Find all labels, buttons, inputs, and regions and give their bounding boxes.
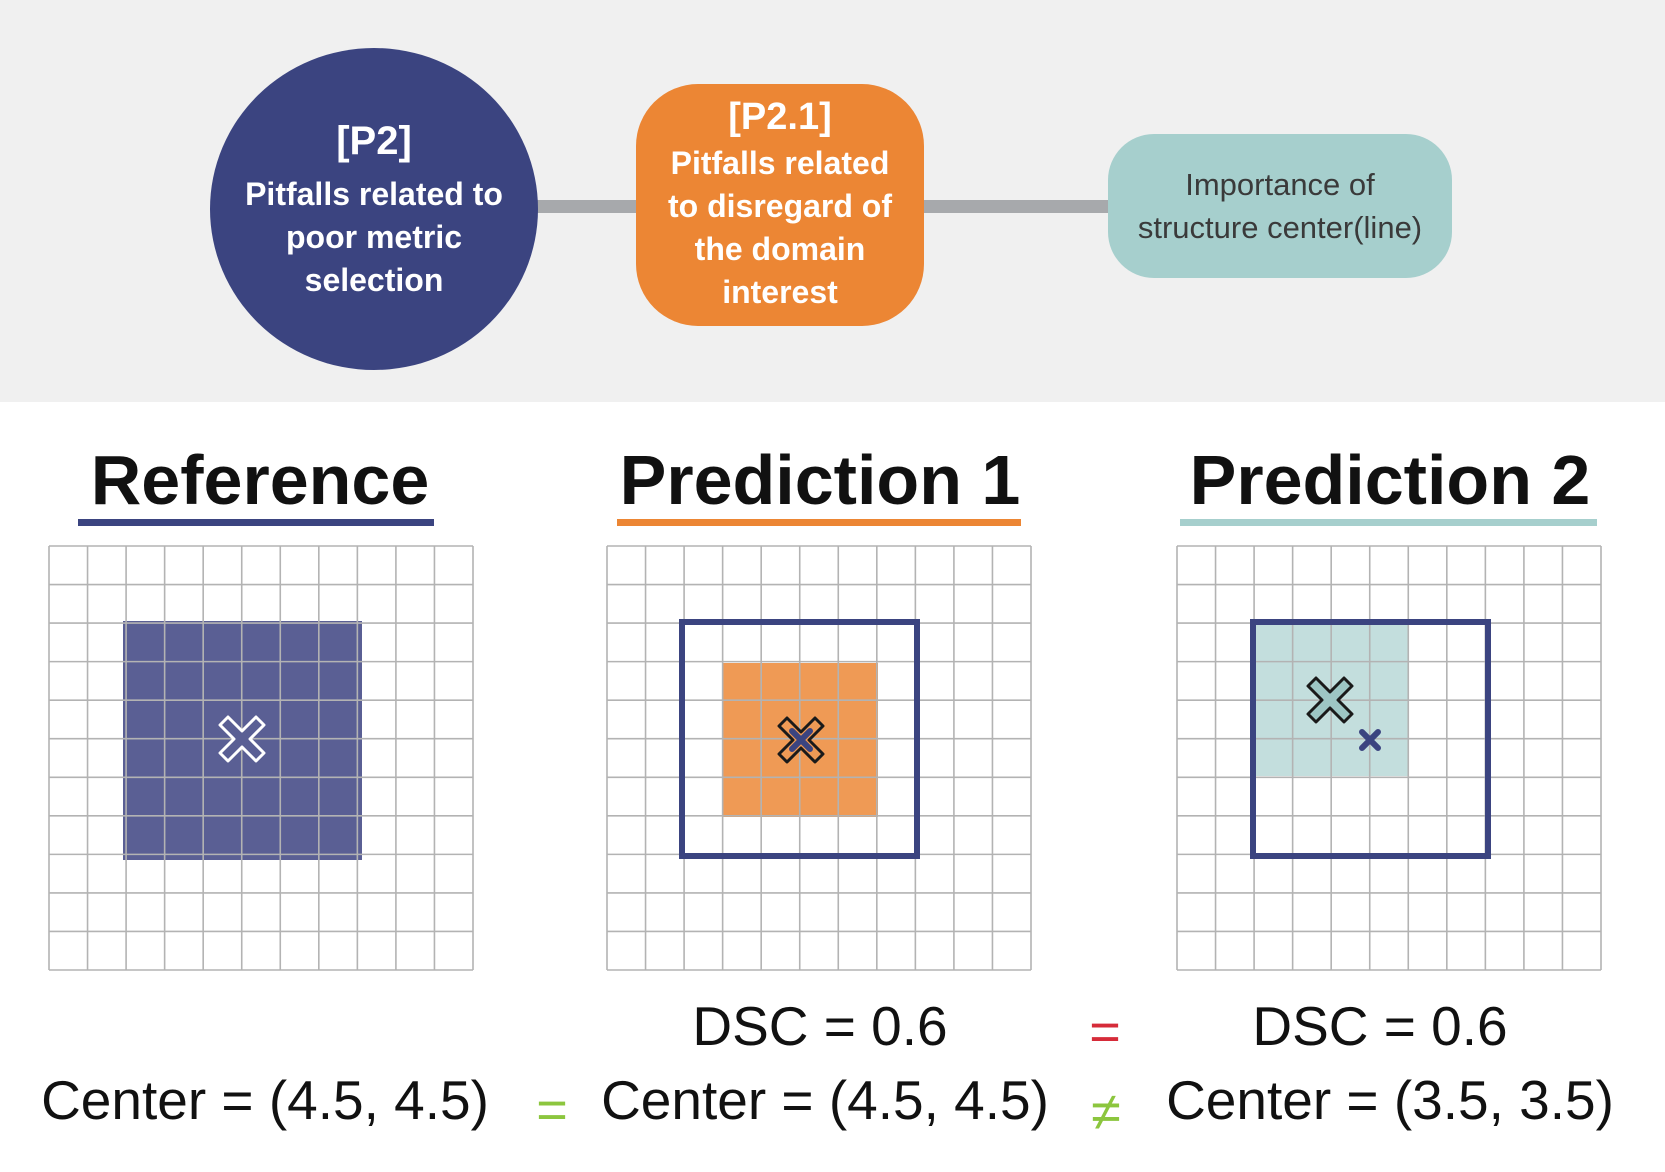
prediction2-underline [1180, 519, 1597, 526]
reference-center-marker [218, 715, 266, 763]
prediction1-title: Prediction 1 [619, 441, 1021, 519]
reference-title: Reference [90, 441, 430, 519]
dsc-equal-sign: = [1089, 1002, 1121, 1062]
reference-center: Center = (4.5, 4.5) [41, 1069, 489, 1131]
reference-grid [48, 545, 474, 971]
reference-grid-lines [48, 545, 474, 971]
prediction2-reference-outline [1250, 619, 1491, 859]
prediction2-center: Center = (3.5, 3.5) [1166, 1069, 1614, 1131]
prediction1-grid [606, 545, 1032, 971]
pitfall-p2-description: Pitfalls related to poor metric selectio… [245, 175, 503, 298]
prediction2-grid [1176, 545, 1602, 971]
connector-p2-p21 [530, 200, 650, 213]
pitfall-p2-code: [P2] [336, 118, 412, 163]
reference-underline [78, 519, 434, 526]
importance-description: Importance of structure center(line) [1137, 167, 1423, 245]
pitfall-p21-node: [P2.1] Pitfalls related to disregard of … [636, 84, 924, 326]
prediction2-grid-lines [1176, 545, 1602, 971]
prediction1-reference-outline [679, 619, 920, 859]
center-not-equal-sign: ≠ [1091, 1082, 1121, 1142]
prediction2-center-marker [1306, 676, 1354, 724]
prediction1-reference-center-icon [789, 728, 813, 752]
center-equal-sign: = [536, 1080, 568, 1140]
prediction1-center: Center = (4.5, 4.5) [601, 1069, 1049, 1131]
importance-node: Importance of structure center(line) [1108, 134, 1452, 278]
prediction1-underline [617, 519, 1021, 526]
pitfall-p21-code: [P2.1] [728, 96, 832, 138]
prediction2-title: Prediction 2 [1189, 441, 1591, 519]
connector-p21-importance [915, 200, 1115, 213]
pitfall-p2-node: [P2] Pitfalls related to poor metric sel… [210, 48, 538, 370]
pitfall-p21-description: Pitfalls related to disregard of the dom… [667, 145, 892, 310]
prediction2-reference-center-icon [1359, 729, 1381, 751]
prediction1-dsc: DSC = 0.6 [692, 995, 948, 1057]
prediction2-dsc: DSC = 0.6 [1252, 995, 1508, 1057]
